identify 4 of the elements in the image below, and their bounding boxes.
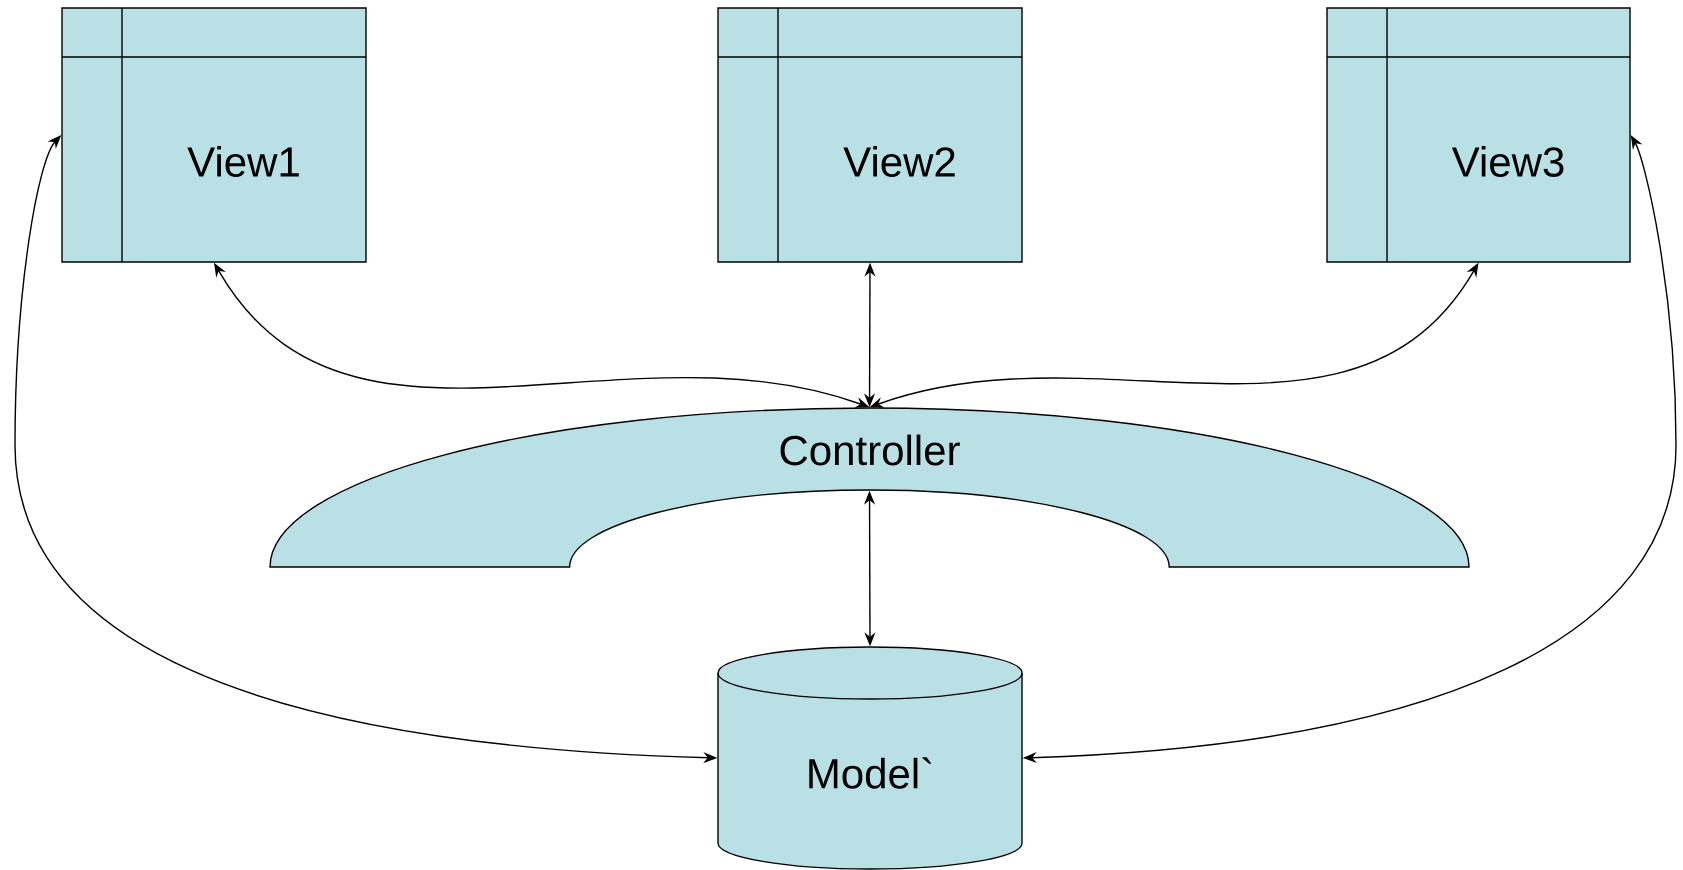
window-box: View2 — [717, 7, 1023, 263]
window-box: View3 — [1326, 7, 1631, 263]
database-cylinder: Model` — [717, 646, 1023, 870]
window-box: View1 — [61, 7, 367, 263]
